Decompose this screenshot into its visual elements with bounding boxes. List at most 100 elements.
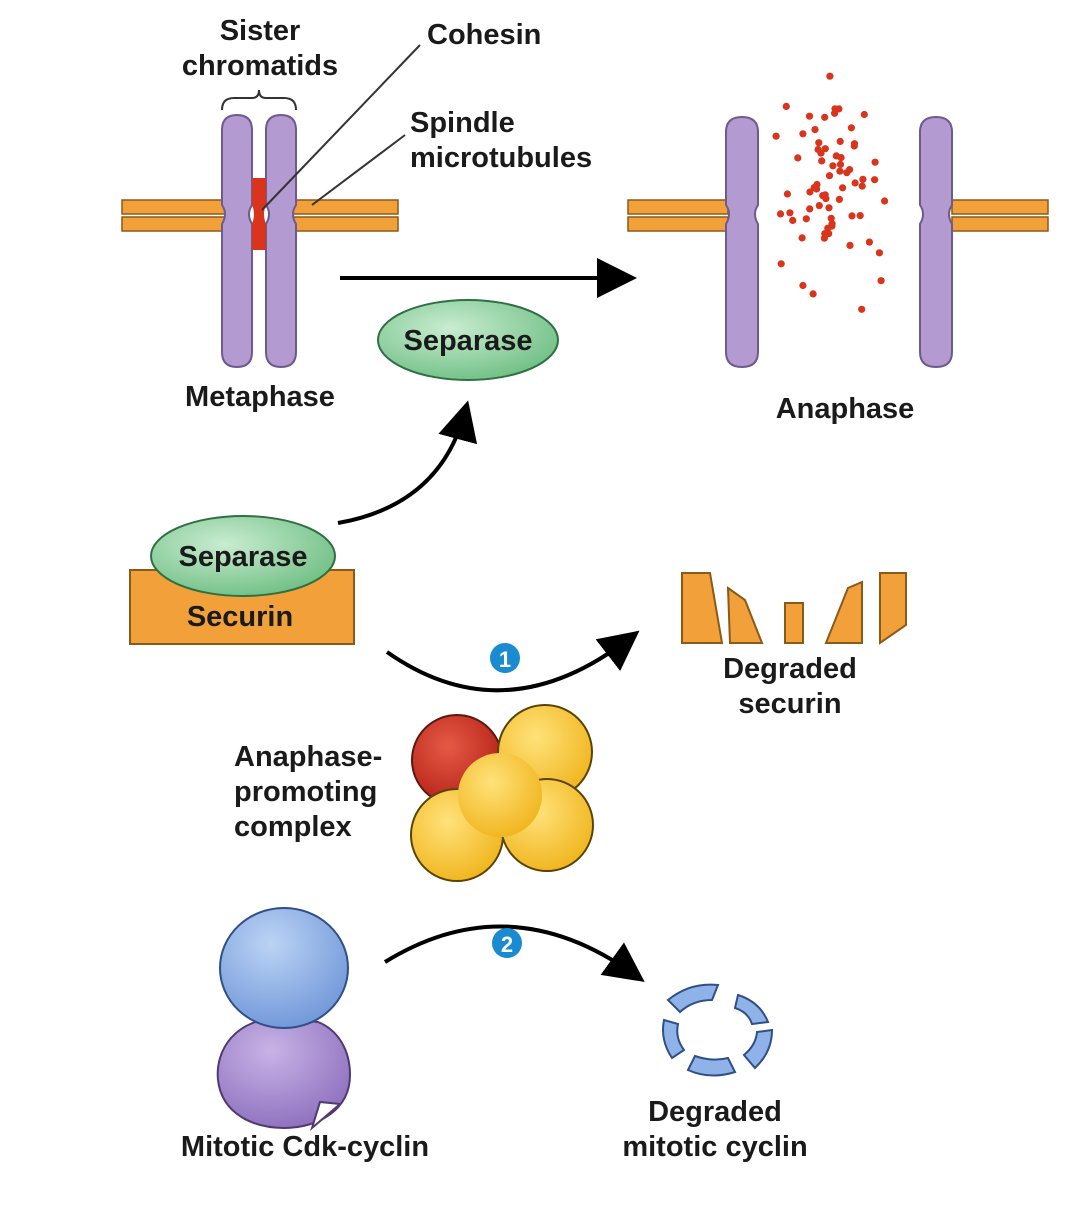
cohesin-fragment-dot (829, 162, 837, 170)
cohesin-fragment-dot (821, 113, 829, 121)
cohesin-fragment-dot (772, 132, 780, 140)
cohesin-fragment-dot (850, 142, 858, 150)
cohesin-fragment-dot (806, 205, 814, 213)
cohesin-fragment-dot (860, 110, 868, 119)
svg-text:1: 1 (499, 647, 511, 672)
anaphase-chromatid-left (725, 115, 759, 369)
cohesin-fragment-dot (858, 305, 866, 313)
cohesin-fragment-dot (821, 145, 829, 153)
cohesin-fragment-dot (839, 184, 847, 192)
cohesin-fragment-dot (825, 172, 834, 180)
degraded-securin-label: Degraded securin (723, 653, 857, 720)
cohesin (252, 178, 266, 250)
cohesin-label: Cohesin (427, 19, 542, 51)
cohesin-fragment-dot (786, 209, 794, 217)
cohesin-fragment-dot (881, 197, 889, 205)
cohesin-fragment-dot (820, 234, 829, 242)
cohesin-fragment-dot (798, 234, 806, 242)
cohesin-fragment-dot (865, 238, 874, 246)
anaphase-spindle-microtubules (627, 199, 1049, 232)
cohesin-fragment-dot (809, 290, 817, 298)
cohesin-fragment-dot (818, 157, 826, 165)
cohesin-fragment-dot (827, 214, 835, 222)
anaphase-label: Anaphase (775, 393, 915, 425)
cleaved-cohesin-dots (772, 72, 889, 313)
cohesin-fragment-dot (856, 212, 864, 220)
anaphase-chromatid-right (919, 115, 953, 369)
cohesin-fragment-dot (782, 102, 790, 110)
sister-chromatids-label: Sister chromatids (181, 15, 339, 82)
cohesin-fragment-dot (776, 210, 785, 218)
cohesin-fragment-dot (799, 130, 807, 138)
cohesin-fragment-dot (815, 202, 823, 210)
mitotic-cdk-cyclin (216, 907, 352, 1132)
separase-securin-complex (129, 515, 355, 645)
degraded-securin-fragments (681, 572, 907, 645)
metaphase-chromosome (121, 44, 421, 369)
sister-chromatids-brace (221, 89, 297, 111)
separase-inactive-label: Separase (178, 541, 308, 573)
cohesin-fragment-dot (848, 212, 856, 220)
cohesin-fragment-dot (814, 145, 822, 154)
metaphase-label: Metaphase (185, 381, 335, 413)
sister-chromatid-left (221, 113, 253, 369)
cohesin-fragment-dot (831, 109, 839, 117)
cohesin-fragment-dot (828, 222, 836, 230)
cohesin-fragment-dot (799, 281, 807, 290)
cohesin-fragment-dot (821, 191, 829, 199)
degraded-cyclin-fragments (662, 983, 774, 1077)
cohesin-fragment-dot (851, 179, 859, 187)
cdk-subunit (219, 907, 349, 1029)
cohesin-fragment-dot (835, 105, 843, 113)
cohesin-fragment-dot (805, 112, 814, 120)
cohesin-fragment-dot (859, 175, 867, 183)
step-2-badge: 2 (492, 928, 522, 958)
apc-label: Anaphase- promoting complex (234, 741, 383, 843)
cyclin-subunit (216, 1016, 352, 1130)
cohesin-leader-line (261, 44, 421, 211)
cohesin-fragment-dot (858, 182, 866, 190)
cohesin-fragment-dot (815, 139, 823, 147)
svg-text:2: 2 (501, 932, 513, 957)
cohesin-fragment-dot (836, 167, 844, 175)
cohesin-fragment-dot (875, 249, 884, 257)
cohesin-fragment-dot (846, 166, 854, 174)
anaphase-promoting-complex (410, 704, 594, 882)
cohesin-fragment-dot (826, 72, 834, 80)
spindle-microtubules-label: Spindle microtubules (410, 107, 593, 174)
cyclin-notch (310, 1100, 343, 1132)
anaphase-chromosomes (627, 72, 1049, 369)
cohesin-fragment-dot (846, 241, 854, 249)
securin (129, 569, 355, 645)
securin-degradation-arrow (385, 630, 640, 693)
mitotic-cdk-cyclin-label: Mitotic Cdk-cyclin (180, 1131, 430, 1163)
cohesin-fragment-dot (783, 190, 792, 198)
separase-active-label: Separase (403, 325, 533, 357)
separase-active (377, 299, 559, 381)
cohesin-fragment-dot (811, 126, 819, 134)
cohesin-fragment-dot (832, 152, 840, 160)
degraded-mitotic-cyclin-label: Degraded mitotic cyclin (622, 1096, 808, 1163)
cyclin-degradation-arrow (383, 924, 645, 983)
separase-inactive (150, 515, 336, 597)
cohesin-fragment-dot (825, 230, 833, 238)
cohesin-fragment-dot (836, 160, 845, 168)
cohesin-fragment-dot (789, 216, 797, 224)
sister-chromatid-right (265, 113, 297, 369)
cohesin-fragment-dot (835, 195, 844, 203)
cohesin-fragment-dot (794, 154, 802, 162)
cohesin-fragment-dot (877, 277, 885, 285)
cohesin-fragment-dot (836, 137, 844, 145)
cohesin-fragment-dot (871, 176, 879, 184)
cohesin-fragment-dot (777, 260, 785, 268)
cohesin-fragment-dot (825, 204, 833, 212)
cohesin-fragment-dot (802, 215, 810, 223)
spindle-leader-line (311, 134, 406, 206)
securin-label: Securin (186, 601, 294, 633)
separase-release-arrow (337, 400, 478, 525)
cohesin-fragment-dot (871, 158, 879, 166)
cohesin-fragment-dot (847, 124, 856, 132)
cohesin-fragment-dot (813, 185, 821, 193)
